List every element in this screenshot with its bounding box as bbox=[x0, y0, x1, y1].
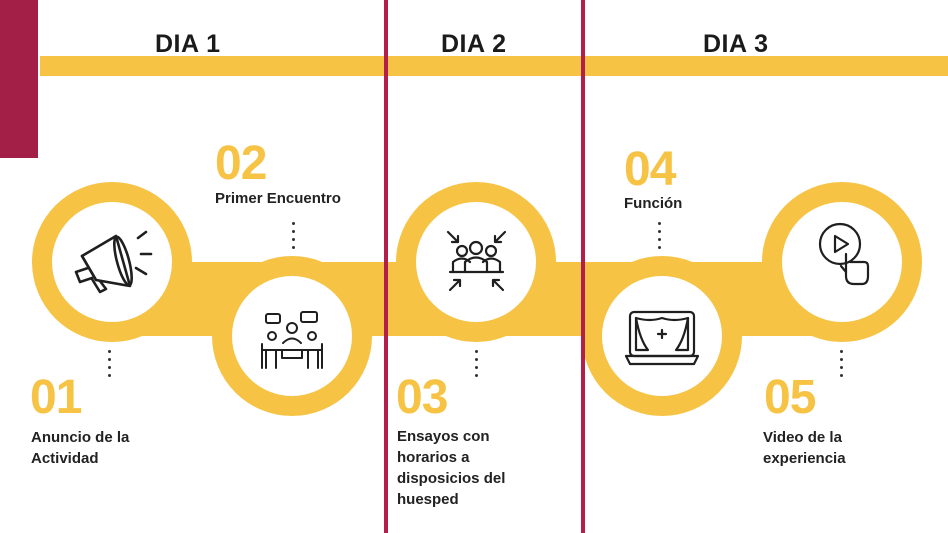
connector-dots-02 bbox=[292, 222, 296, 254]
stage-curtain-icon bbox=[624, 310, 700, 366]
step-label-05: Video de la experiencia bbox=[763, 429, 846, 467]
day-1-heading: DIA 1 bbox=[155, 30, 221, 58]
step-number-03: 03 bbox=[396, 371, 448, 424]
step-number-05: 05 bbox=[764, 371, 816, 424]
connector-dots-05 bbox=[840, 350, 844, 382]
step-label-01: Anuncio de la Actividad bbox=[31, 429, 130, 467]
step-label-04: Función bbox=[624, 195, 683, 212]
step-number-02: 02 bbox=[215, 137, 267, 190]
day-3-heading: DIA 3 bbox=[703, 30, 769, 58]
play-touch-icon bbox=[818, 222, 870, 286]
connector-dots-03 bbox=[475, 350, 479, 382]
timeline-header-bar bbox=[40, 56, 948, 76]
step-label-02: Primer Encuentro bbox=[215, 190, 341, 207]
megaphone-icon bbox=[74, 230, 153, 294]
step-label-03: Ensayos con horarios a disposicios del h… bbox=[397, 428, 506, 508]
connector-dots-01 bbox=[108, 350, 112, 382]
step-number-04: 04 bbox=[624, 143, 676, 196]
corner-accent-block bbox=[0, 0, 38, 158]
day-divider-2 bbox=[581, 0, 585, 533]
day-divider-1 bbox=[384, 0, 388, 533]
meeting-icon bbox=[261, 311, 323, 369]
day-2-heading: DIA 2 bbox=[441, 30, 507, 58]
team-gather-icon bbox=[446, 230, 507, 292]
connector-dots-04 bbox=[658, 222, 662, 254]
step-number-01: 01 bbox=[30, 371, 82, 424]
